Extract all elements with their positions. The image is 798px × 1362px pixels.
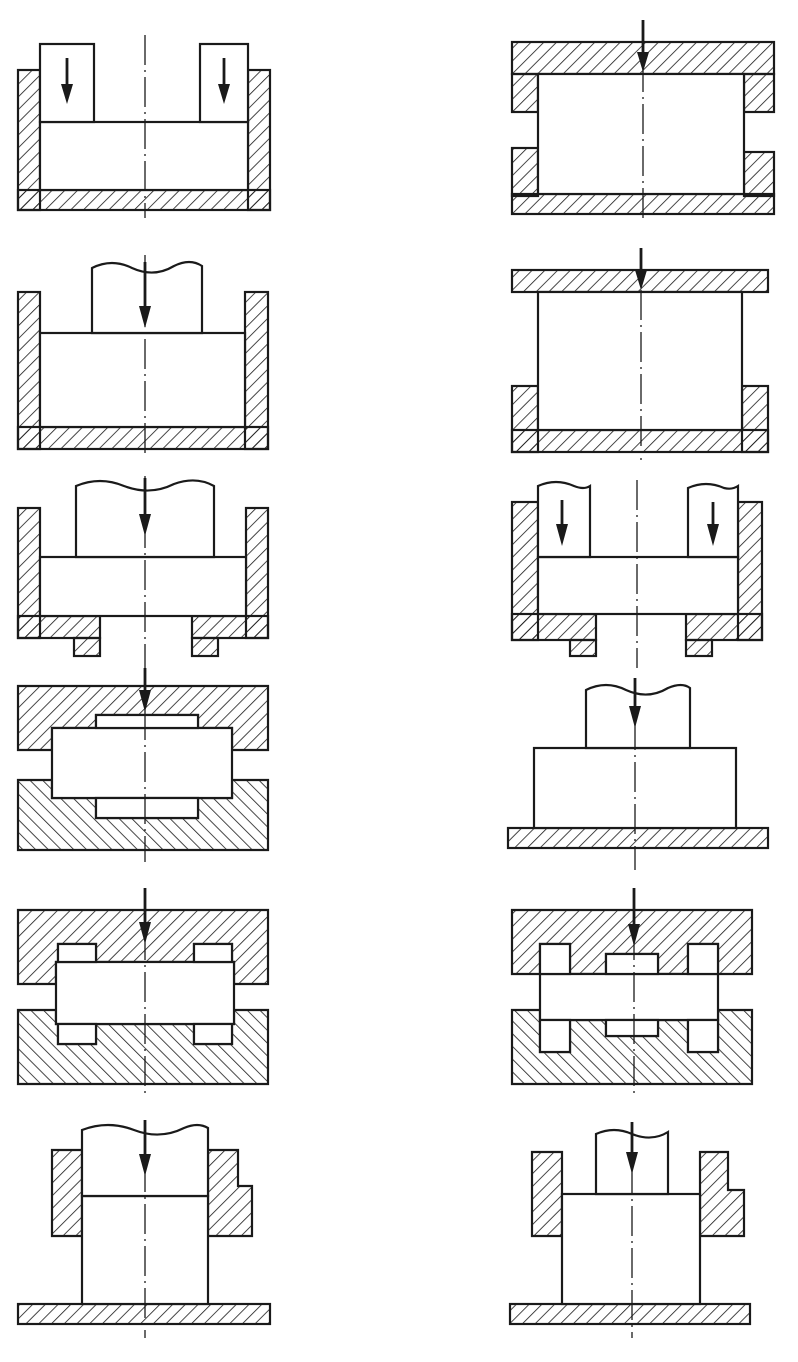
lug-top-right xyxy=(686,942,720,976)
die-floor xyxy=(16,425,270,451)
lug-bottom-right xyxy=(192,1022,234,1046)
workpiece-boss-top xyxy=(94,713,200,730)
ejector-guide-right xyxy=(684,638,714,658)
panel-dual-punch-closed-die xyxy=(16,35,272,218)
panel-upper-lower-dies-with-six-lugs xyxy=(510,888,754,1096)
panel-punch-in-guide-on-base xyxy=(16,1120,272,1338)
base xyxy=(506,826,770,850)
panel-wide-punch-die-with-ejectors xyxy=(16,476,270,672)
panel-upper-lower-dies-with-bosses xyxy=(16,668,270,862)
lug-bottom-center xyxy=(604,1018,660,1038)
lower-wall-right xyxy=(742,150,776,198)
panel-flush-punch-closed-die xyxy=(510,20,776,222)
die-floor-left xyxy=(510,612,598,642)
panel-upper-lower-dies-with-four-lugs xyxy=(16,888,270,1096)
panel-dual-punch-die-with-ejectors xyxy=(510,480,764,668)
ejector-guide-left xyxy=(568,638,598,658)
guide-left xyxy=(50,1148,84,1238)
punch xyxy=(90,260,204,335)
lug-top-left xyxy=(538,942,572,976)
arrow-head xyxy=(635,270,647,290)
die-wall-right xyxy=(243,290,270,451)
workpiece-body xyxy=(538,972,720,1022)
guide-left xyxy=(530,1150,564,1238)
guide-right xyxy=(206,1148,254,1238)
workpiece-body xyxy=(50,726,234,800)
workpiece xyxy=(536,290,744,432)
workpiece-boss-bottom xyxy=(94,796,200,820)
lug-top-center xyxy=(604,952,660,976)
upper-wall-left xyxy=(510,72,540,114)
die-floor-right xyxy=(684,612,764,642)
workpiece xyxy=(38,555,248,618)
lug-top-right xyxy=(192,942,234,964)
panel-plate-punch-closed-die xyxy=(510,248,770,460)
lug-bottom-right xyxy=(686,1018,720,1054)
arrow-head xyxy=(629,706,641,728)
die-wall-left xyxy=(16,290,42,451)
workpiece xyxy=(560,1192,702,1306)
workpiece xyxy=(38,120,250,192)
panel-single-punch-closed-die xyxy=(16,255,270,456)
die-floor xyxy=(16,188,272,212)
workpiece xyxy=(536,555,740,616)
die-floor-left xyxy=(16,614,102,640)
arrow-head xyxy=(139,690,151,712)
base xyxy=(508,1302,752,1326)
arrow-head xyxy=(61,84,73,104)
guide-right xyxy=(698,1150,746,1238)
base xyxy=(16,1302,272,1326)
upper-wall-right xyxy=(742,72,776,114)
arrow-head xyxy=(626,1152,638,1174)
lower-wall-left xyxy=(510,146,540,198)
lug-bottom-left xyxy=(538,1018,572,1054)
panel-narrow-punch-in-guide-on-base xyxy=(508,1122,752,1338)
die-floor-right xyxy=(190,614,270,640)
die-floor xyxy=(510,428,770,454)
punch-left xyxy=(536,480,592,559)
lug-top-left xyxy=(56,942,98,964)
ejector-guide-right xyxy=(190,636,220,658)
lug-bottom-left xyxy=(56,1022,98,1046)
ejector-guide-left xyxy=(72,636,102,658)
arrow-head xyxy=(556,524,568,546)
arrow-head xyxy=(707,524,719,546)
panel-punch-on-flat-base xyxy=(506,678,770,870)
workpiece xyxy=(536,72,746,196)
punch-left xyxy=(38,42,96,124)
arrow-head xyxy=(218,84,230,104)
workpiece xyxy=(38,331,247,429)
